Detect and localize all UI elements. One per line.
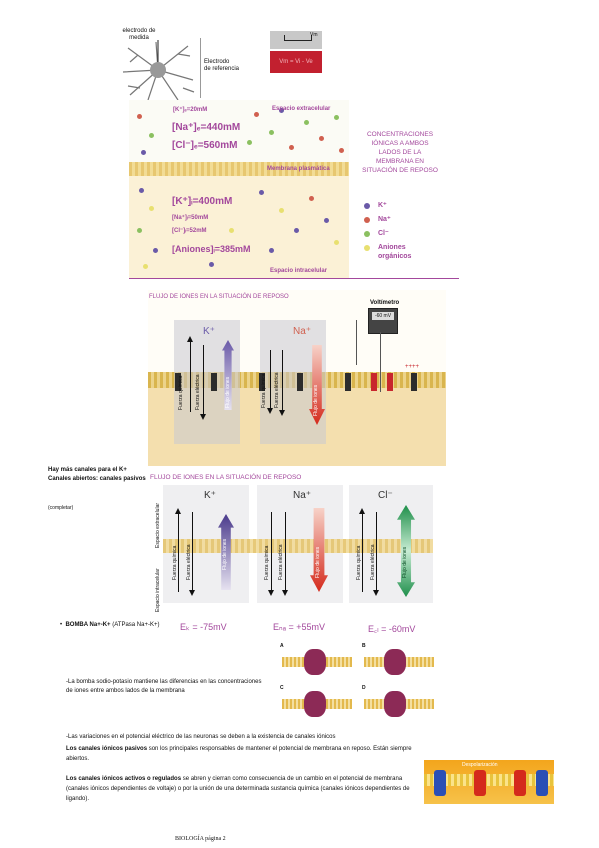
pump-panels: A B C D bbox=[280, 643, 440, 725]
flux2-cl-flow bbox=[397, 505, 415, 597]
pump-bullet-rest: (ATPasa Na+-K+) bbox=[110, 622, 160, 628]
flux2-elec-cl-label: Fuerza eléctrica bbox=[370, 544, 376, 580]
flux1-na-label: Na⁺ bbox=[293, 326, 312, 337]
depolarization-banner: Despolarización bbox=[424, 760, 554, 804]
text-para2: Los canales iónicos activos o regulados … bbox=[66, 774, 416, 804]
neuron-diagram bbox=[122, 40, 195, 101]
voltmeter-display: -60 mV bbox=[372, 312, 394, 320]
flux2-chem-na-label: Fuerza química bbox=[264, 545, 270, 580]
flux2-chem-k-label: Fuerza química bbox=[172, 545, 178, 580]
text-line1: -Las variaciones en el potencial eléctri… bbox=[66, 734, 336, 740]
text-para1-rest: son los principales responsables de mant… bbox=[66, 746, 412, 762]
na-in: [Na⁺]ᵢ=50mM bbox=[172, 215, 209, 221]
flux2-ek: Eₖ = -75mV bbox=[180, 622, 227, 632]
flux2-title: FLUJO DE IONES EN LA SITUACIÓN DE REPOSO bbox=[150, 474, 302, 481]
voltmeter: -60 mV bbox=[368, 308, 398, 334]
flux1-channels bbox=[175, 373, 435, 391]
flux2-figure bbox=[163, 485, 433, 603]
pump-bullet-dot: • bbox=[60, 622, 66, 628]
voltmeter-label: Voltímetro bbox=[370, 300, 400, 306]
flux1-title: FLUJO DE IONES EN LA SITUACIÓN DE REPOSO bbox=[149, 294, 289, 300]
extracellular-title: Espacio extracelular bbox=[272, 106, 331, 112]
ion-dots-extra bbox=[129, 100, 349, 160]
flux1-elec-k-label: Fuerza eléctrica bbox=[195, 374, 201, 410]
pump-bullet: • BOMBA Na+-K+ (ATPasa Na+-K+) bbox=[60, 622, 159, 628]
flux1-elec-na-label: Fuerza eléctrica bbox=[274, 372, 280, 408]
pump-description: -La bomba sodio-potasio mantiene las dif… bbox=[66, 679, 262, 694]
pump-panel-c: C bbox=[280, 685, 284, 691]
flux2-flux-na-label: Flujo de iones bbox=[315, 546, 321, 578]
flux2-cl-label: Cl⁻ bbox=[378, 490, 393, 501]
flux1-k-flow bbox=[222, 340, 234, 410]
ref-electrode-label: Electrodo de referencia bbox=[204, 59, 240, 72]
flux1-k-label: K⁺ bbox=[203, 326, 215, 337]
pump-panel-d: D bbox=[362, 685, 366, 691]
note-open-channels: Canales abiertos: canales pasivos bbox=[48, 476, 146, 482]
membrane-label: Membrana plasmática bbox=[267, 166, 330, 172]
flux2-na-flow bbox=[310, 508, 328, 592]
flux1-plus: ++++ bbox=[405, 364, 420, 370]
flux2-na-label: Na⁺ bbox=[293, 490, 312, 501]
flux1-na-flow bbox=[309, 345, 325, 425]
flux2-ena: Eₙₐ = +55mV bbox=[273, 622, 325, 632]
flux2-intra-label: Espacio intracelular bbox=[155, 568, 161, 612]
flux1-chem-k-label: Fuerza química bbox=[178, 375, 184, 410]
flux2-membrane bbox=[163, 539, 433, 553]
flux2-flux-cl-label: Flujo de iones bbox=[402, 546, 408, 578]
flux2-chem-cl-label: Fuerza química bbox=[356, 545, 362, 580]
flux2-elec-na-label: Fuerza eléctrica bbox=[278, 544, 284, 580]
flux1-flux-na-label: Flujo de iones bbox=[313, 384, 319, 416]
page-footer: BIOLOGÍA página 2 bbox=[175, 836, 226, 842]
note-more-channels: Hay más canales para el K+ bbox=[48, 467, 127, 473]
na-out: [Na⁺]ₑ=440mM bbox=[172, 122, 241, 133]
flux2-k-flow bbox=[218, 514, 234, 590]
legend-cl: Cl⁻ bbox=[378, 230, 389, 237]
text-para2-bold: Los canales iónicos activos o regulados bbox=[66, 776, 182, 782]
text-para1: Los canales iónicos pasivos son los prin… bbox=[66, 744, 426, 764]
legend-k: K⁺ bbox=[378, 202, 387, 209]
cl-in: [Cl⁻]ᵢ=52mM bbox=[172, 228, 207, 234]
membrane-band bbox=[129, 162, 349, 176]
k-out: [K⁺]ₑ=20mM bbox=[173, 107, 208, 113]
note-complete: (completar) bbox=[48, 505, 74, 511]
flux2-k-label: K⁺ bbox=[204, 490, 216, 501]
concentration-figure bbox=[129, 100, 349, 278]
text-para1-bold: Los canales iónicos pasivos bbox=[66, 746, 148, 752]
k-in: [K⁺]ᵢ=400mM bbox=[172, 196, 233, 207]
electrode-label: electrodo de medida bbox=[122, 28, 156, 41]
legend: K⁺ Na⁺ Cl⁻ Aniones orgánicos bbox=[364, 200, 444, 264]
ion-dots-intra bbox=[129, 178, 349, 278]
pump-panel-a: A bbox=[280, 643, 284, 649]
underline-purple bbox=[129, 278, 459, 279]
flux1-flux-k-label: Flujo de iones bbox=[225, 376, 231, 408]
legend-na: Na⁺ bbox=[378, 216, 391, 223]
concentration-side-title: CONCENTRACIONES IÓNICAS A AMBOS LADOS DE… bbox=[362, 131, 438, 174]
legend-anions: Aniones orgánicos bbox=[378, 244, 412, 260]
flux2-elec-k-label: Fuerza eléctrica bbox=[186, 544, 192, 580]
pump-panel-b: B bbox=[362, 643, 366, 649]
ref-electrode-line bbox=[200, 38, 201, 98]
banner-title: Despolarización bbox=[462, 762, 498, 768]
intracellular-area bbox=[129, 176, 349, 278]
flux2-ecl: E꜀ₗ = -60mV bbox=[368, 624, 416, 634]
scale-label: Vm bbox=[310, 32, 318, 38]
flux2-flux-k-label: Flujo de iones bbox=[222, 538, 228, 570]
flux2-extra-label: Espacio extracelular bbox=[155, 502, 161, 548]
flux1-chem-na-label: Fuerza química bbox=[261, 373, 267, 408]
formula-box: Vm = Vi - Ve bbox=[270, 51, 322, 73]
pump-bullet-bold: BOMBA Na+-K+ bbox=[65, 622, 111, 628]
scale-box: Vm bbox=[270, 31, 322, 49]
anions-in: [Aniones]ᵢ=385mM bbox=[172, 244, 251, 254]
intracellular-title: Espacio intracelular bbox=[270, 268, 328, 274]
text-para2-rest: se abren y cierran como consecuencia de … bbox=[66, 776, 410, 802]
cl-out: [Cl⁻]ₑ=560mM bbox=[172, 140, 238, 151]
